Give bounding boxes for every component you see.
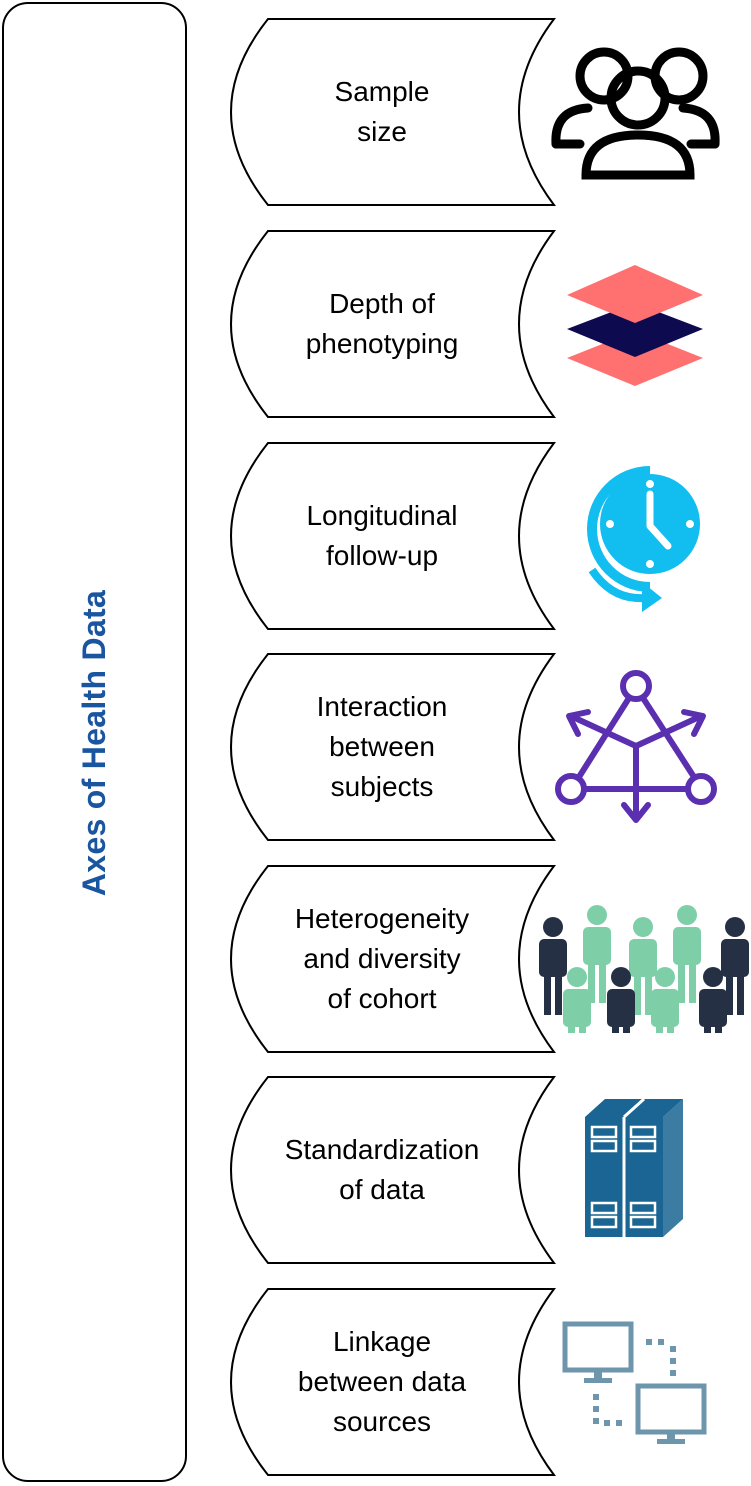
- axis-label: Sample size: [334, 76, 430, 147]
- axis-label: Linkage between data sources: [297, 1326, 467, 1437]
- axis-shape: [230, 1288, 556, 1476]
- clock-history-icon: [587, 466, 700, 612]
- axis-sample-size: Sample size: [222, 17, 556, 207]
- axis-label: Longitudinal follow-up: [306, 500, 458, 571]
- axis-shape: [230, 18, 556, 206]
- server-rack-icon: [585, 1097, 683, 1237]
- axis-shape: [230, 1076, 556, 1264]
- axis-shape: [230, 442, 556, 630]
- axis-shape: [230, 653, 556, 841]
- axis-shape: [230, 230, 556, 418]
- network-triangle-icon: [555, 670, 717, 823]
- axis-heterogeneity-and-diversity: Heterogeneity and diversity of cohort: [222, 864, 556, 1054]
- axes-container: [2, 2, 187, 1482]
- diverse-crowd-icon: [539, 905, 749, 1033]
- axis-label: Interaction between subjects: [316, 691, 448, 802]
- axis-linkage-between-data-sources: Linkage between data sources: [222, 1287, 556, 1477]
- axis-label: Standardization of data: [284, 1134, 480, 1205]
- axes-title: Axes of Health Data: [76, 589, 112, 897]
- axis-standardization-of-data: Standardization of data: [222, 1075, 556, 1265]
- people-group-icon: [551, 47, 720, 180]
- axis-shape: [230, 865, 556, 1053]
- axis-depth-of-phenotyping: Depth of phenotyping: [222, 229, 556, 419]
- axis-label: Heterogeneity and diversity of cohort: [294, 903, 470, 1014]
- axis-longitudinal-follow-up: Longitudinal follow-up: [222, 441, 556, 631]
- linked-computers-icon: [562, 1321, 707, 1444]
- axis-label: Depth of phenotyping: [305, 288, 459, 359]
- layers-icon: [567, 265, 703, 386]
- axis-interaction-between-subjects: Interaction between subjects: [222, 652, 556, 842]
